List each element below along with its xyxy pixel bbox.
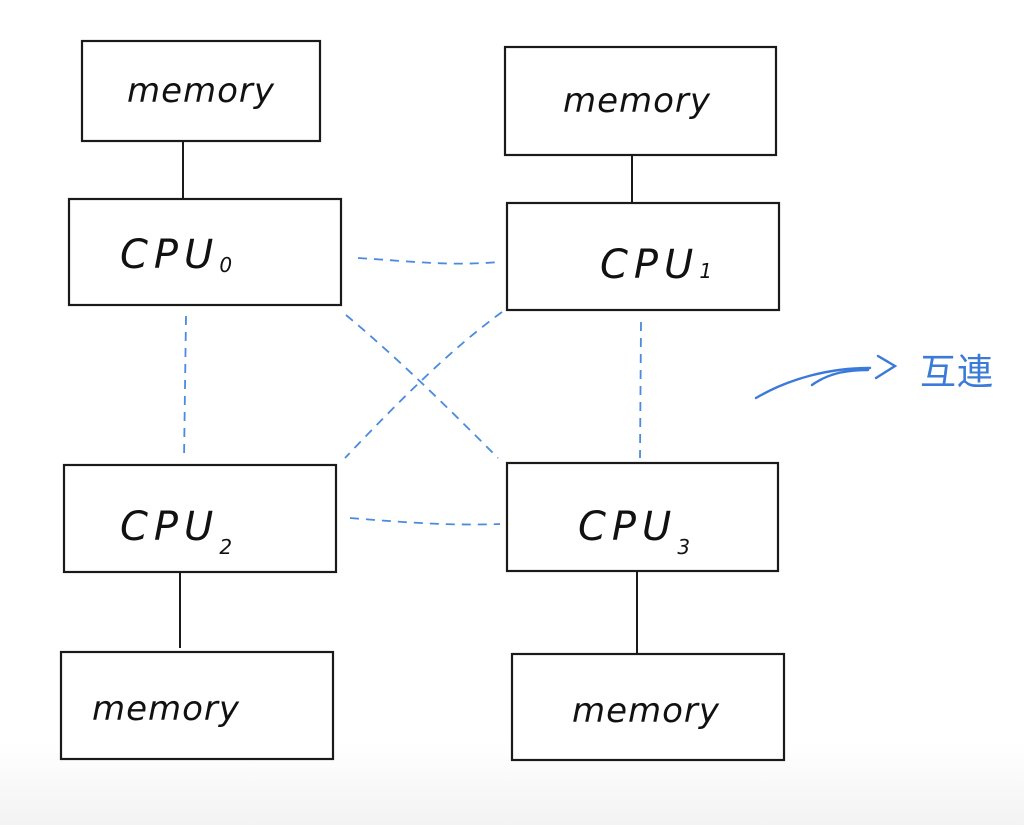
arrow-head-icon xyxy=(874,354,898,380)
interconnect-cpu0-cpu3 xyxy=(345,314,499,459)
interconnect-annotation: 互連 xyxy=(754,352,994,400)
cpu-box-1 xyxy=(505,201,781,312)
cpu-box-2 xyxy=(62,463,338,574)
memory-label-2: memory xyxy=(92,689,240,729)
annotation-arrow-loop xyxy=(810,368,870,387)
cpu-label-2: CPU2 xyxy=(120,504,238,559)
cpu-label-3: CPU3 xyxy=(578,504,696,559)
interconnect-cpu0-cpu1 xyxy=(357,257,501,265)
annotation-label: 互連 xyxy=(920,352,994,393)
memory-box-3 xyxy=(510,652,786,762)
memory-label-1: memory xyxy=(563,81,711,121)
interconnect-cpu2-cpu3 xyxy=(349,517,501,526)
interconnect-cpu0-cpu2 xyxy=(183,315,187,461)
interconnect-cpu1-cpu3 xyxy=(639,321,642,459)
cpu-box-0 xyxy=(67,197,343,307)
memory-label-0: memory xyxy=(127,71,275,111)
annotation-arrow-icon xyxy=(754,366,872,400)
memory-box-2 xyxy=(59,650,335,761)
memory-box-1 xyxy=(503,45,778,157)
interconnect-cpu1-cpu2 xyxy=(344,311,503,459)
cpu-box-3 xyxy=(505,461,780,573)
cpu-label-0: CPU0 xyxy=(120,232,238,278)
memory-box-0 xyxy=(80,39,322,143)
memory-label-3: memory xyxy=(572,691,720,731)
cpu-label-1: CPU1 xyxy=(600,242,718,288)
